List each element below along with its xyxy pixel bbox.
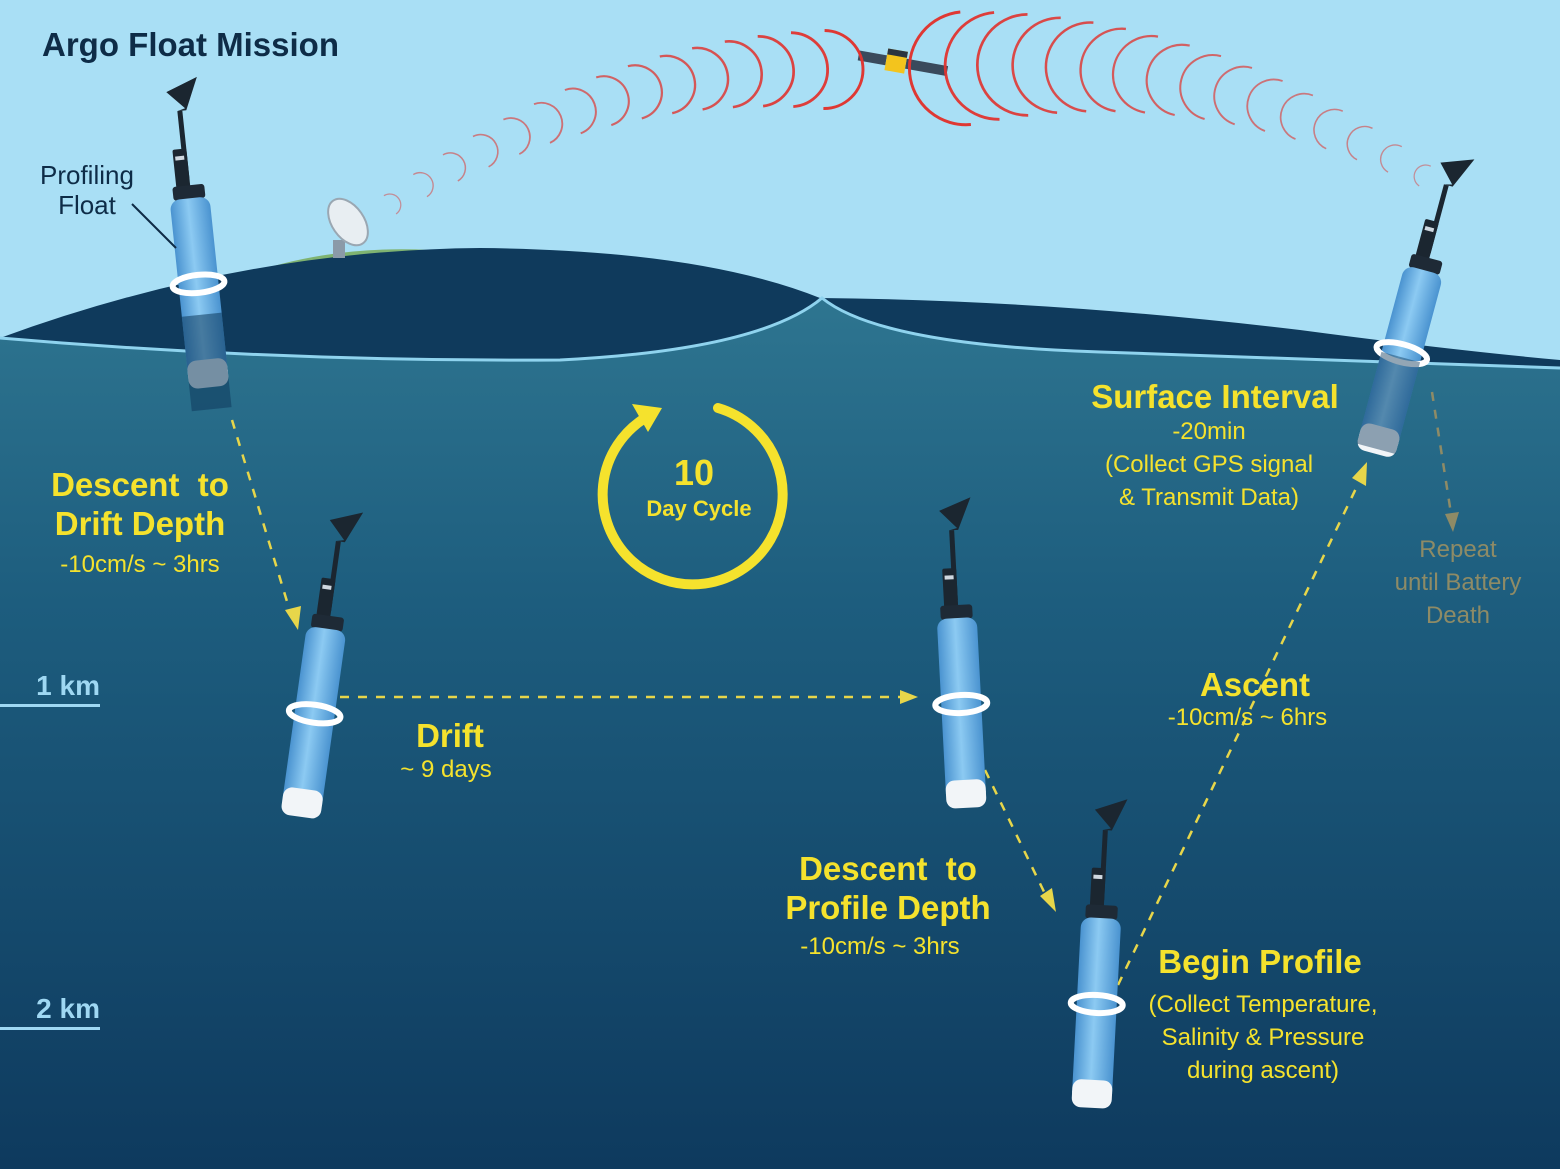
profiling-float-pointer xyxy=(131,203,177,249)
signal-wave-icon xyxy=(564,87,597,135)
signal-wave-icon xyxy=(1246,78,1283,132)
profiling-float-icon xyxy=(151,76,237,412)
cycle-arrow-icon xyxy=(597,403,788,590)
signal-wave-icon xyxy=(1111,34,1159,114)
surface-line xyxy=(0,296,1560,370)
signal-wave-icon xyxy=(691,46,730,111)
depth-marker-2km: 2 km xyxy=(0,993,100,1030)
signal-wave-icon xyxy=(1213,65,1253,126)
stage-descent-profile-detail: -10cm/s ~ 3hrs xyxy=(800,933,960,960)
signal-wave-icon xyxy=(627,64,663,120)
signal-wave-icon xyxy=(442,152,467,182)
float-surface-icon xyxy=(1350,147,1480,460)
signal-wave-icon xyxy=(907,10,972,127)
arrow-head-repeat xyxy=(1445,512,1459,532)
stage-surface-interval-detail: -20min (Collect GPS signal & Transmit Da… xyxy=(1104,418,1314,511)
stage-ascent-detail: -10cm/s ~ 6hrs xyxy=(1167,704,1328,731)
signal-wave-icon xyxy=(1011,16,1061,115)
signal-wave-icon xyxy=(724,40,763,109)
signal-wave-icon xyxy=(1379,144,1403,173)
stage-descent-drift-detail: -10cm/s ~ 3hrs xyxy=(60,551,220,578)
stage-drift-title: Drift xyxy=(416,717,484,754)
stage-descent-drift-title: Descent to Drift Depth xyxy=(51,466,229,542)
signal-wave-icon xyxy=(472,133,499,168)
arrow-head-drift xyxy=(900,690,918,704)
signal-wave-icon xyxy=(383,193,402,215)
satellite-dish-icon xyxy=(327,197,369,258)
stage-descent-profile-title: Descent to Profile Depth xyxy=(785,850,991,926)
depth-marker-1km: 1 km xyxy=(0,670,100,707)
page-title: Argo Float Mission xyxy=(42,26,339,63)
stage-begin-profile-title: Begin Profile xyxy=(1158,943,1362,980)
signal-wave-icon xyxy=(1179,54,1222,120)
stage-ascent-title: Ascent xyxy=(1199,666,1311,703)
arrow-head-descent-drift xyxy=(285,606,301,630)
signal-wave-icon xyxy=(1145,43,1190,117)
signal-wave-icon xyxy=(533,101,564,144)
signal-wave-icon xyxy=(757,35,795,108)
path-ascent xyxy=(1116,479,1362,986)
signal-wave-icon xyxy=(943,11,1000,121)
stage-drift-detail: ~ 9 days xyxy=(400,756,492,783)
stage-surface-interval-title: Surface Interval xyxy=(1091,378,1339,415)
signal-wave-icon xyxy=(595,75,630,127)
signal-wave-icon xyxy=(1346,125,1373,161)
signal-wave-icon xyxy=(976,13,1029,117)
arrow-head-ascent xyxy=(1352,462,1367,486)
path-repeat xyxy=(1430,391,1454,521)
signal-waves xyxy=(383,10,1432,215)
signal-wave-icon xyxy=(1279,92,1314,140)
signal-wave-icon xyxy=(1079,27,1127,113)
signal-wave-icon xyxy=(659,54,697,115)
repeat-note: Repeat until Battery Death xyxy=(1394,536,1522,629)
profiling-float-label: Profiling Float xyxy=(40,160,134,220)
cycle-label: Day Cycle xyxy=(646,496,752,521)
satellite-icon xyxy=(857,48,949,76)
path-descent-profile xyxy=(983,769,1050,901)
cycle-number: 10 xyxy=(673,452,715,493)
signal-wave-icon xyxy=(823,29,865,110)
stage-begin-profile-detail: (Collect Temperature, Salinity & Pressur… xyxy=(1148,991,1378,1084)
signal-wave-icon xyxy=(503,117,531,155)
signal-wave-icon xyxy=(1413,164,1432,187)
signal-wave-icon xyxy=(1313,108,1344,150)
signal-wave-icon xyxy=(1044,21,1094,113)
arrow-head-descent-profile xyxy=(1040,888,1056,912)
ocean xyxy=(0,298,1560,1169)
signal-wave-icon xyxy=(790,31,829,109)
signal-wave-icon xyxy=(412,172,434,198)
